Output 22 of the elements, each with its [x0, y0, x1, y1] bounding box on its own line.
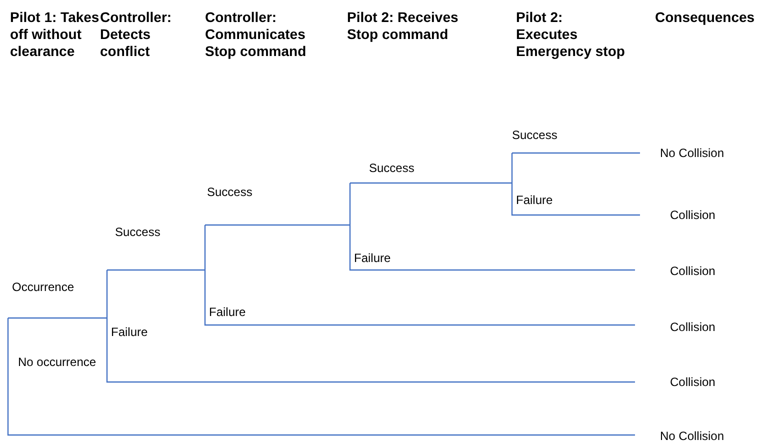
outcome-label: No Collision [660, 146, 724, 160]
branch-label: Occurrence [12, 280, 74, 294]
branch-label: Failure [111, 325, 148, 339]
branch-label: Success [512, 128, 558, 142]
branch-label: Failure [209, 305, 246, 319]
column-header: Pilot 2: Receives Stop command [347, 9, 460, 43]
outcome-label: Collision [670, 264, 716, 278]
branch-label: Success [369, 161, 414, 175]
outcome-label: Collision [670, 208, 716, 222]
column-header: Controller: Detects conflict [100, 9, 173, 60]
outcome-label: Collision [670, 375, 716, 389]
column-header: Controller: Communicates Stop command [205, 9, 308, 60]
branch-label: Success [207, 185, 252, 199]
branch-label: Success [115, 225, 160, 239]
branch-label: Failure [354, 251, 391, 265]
branch-label: No occurrence [18, 355, 96, 369]
column-header: Pilot 2: Executes Emergency stop [516, 9, 626, 60]
branch-label: Failure [516, 193, 553, 207]
column-header: Pilot 1: Takes off without clearance [10, 9, 100, 60]
column-header: Consequences [655, 9, 756, 26]
outcome-label: Collision [670, 320, 716, 334]
outcome-label: No Collision [660, 429, 724, 443]
